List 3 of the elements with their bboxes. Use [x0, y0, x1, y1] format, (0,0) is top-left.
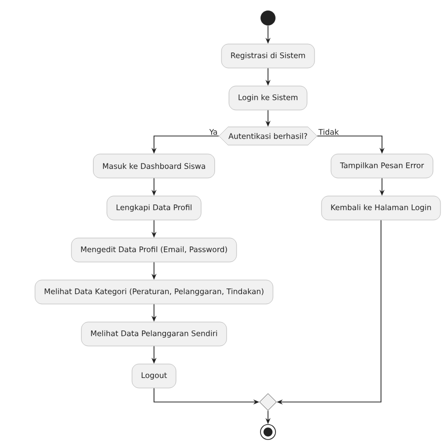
start-dot — [260, 10, 276, 26]
end-node — [260, 424, 276, 440]
merge-diamond — [259, 393, 277, 411]
